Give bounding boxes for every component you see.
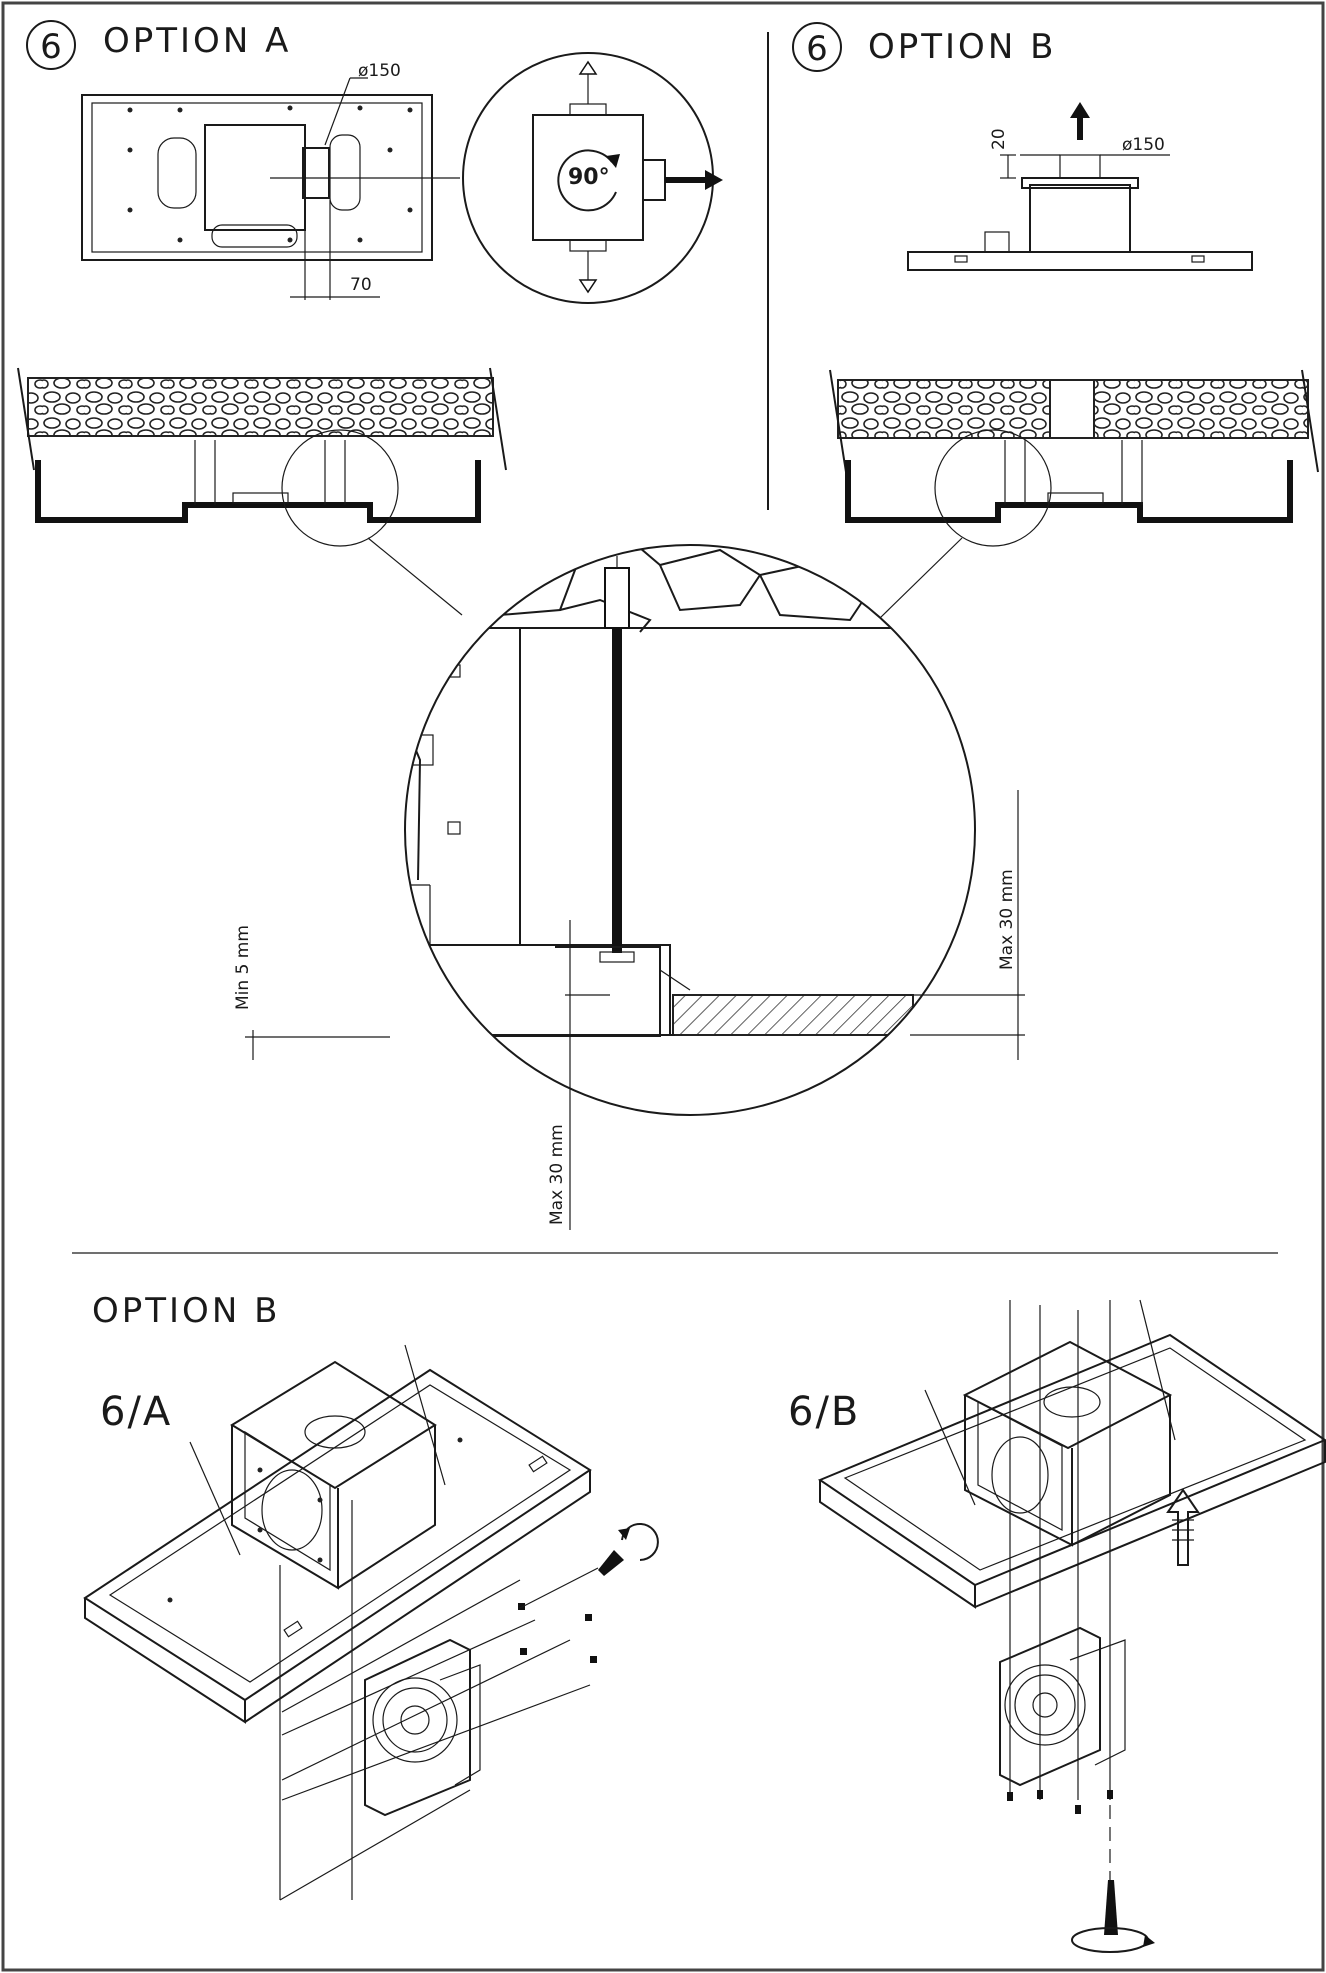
max-depth-right-label: Max 30 mm [997,869,1017,970]
step-number-b: 6 [806,29,828,69]
option-b-diameter: ø150 [1122,135,1165,155]
ceiling-section-b [829,369,1319,547]
min-gap-label: Min 5 mm [233,925,253,1010]
option-a-offset: 70 [350,275,372,295]
option-b-header: 6 OPTION B [792,22,1056,72]
sub-step-b: 6/B [788,1389,860,1435]
step-number-a: 6 [40,27,62,67]
mounting-detail-circle [404,544,976,1116]
option-a-label: OPTION A [103,21,291,61]
depth-dimension-left: Max 30 mm [547,920,610,1230]
option-a-rotation: 90° [568,165,610,190]
assembly-6b [817,1299,1326,1953]
depth-dimension-right: Max 30 mm [910,790,1025,1060]
option-a-header: 6 OPTION A [26,20,291,70]
option-a-diameter: ø150 [358,61,401,81]
option-b-height: 20 [989,128,1009,150]
option-a-rotation-detail: 90° [462,52,723,304]
assembly-6a [83,1344,659,1901]
step-circle-b [792,22,842,72]
ceiling-section-a [17,367,507,547]
max-depth-left-label: Max 30 mm [547,1124,567,1225]
option-a-top-view: ø150 70 [81,61,460,300]
option-b-label: OPTION B [868,27,1056,67]
option-b-side-view: ø150 20 [907,102,1253,271]
gap-dimension: Min 5 mm [233,925,390,1060]
sub-step-a: 6/A [100,1389,172,1435]
bottom-option-label: OPTION B [92,1291,280,1331]
step-circle-a [26,20,76,70]
